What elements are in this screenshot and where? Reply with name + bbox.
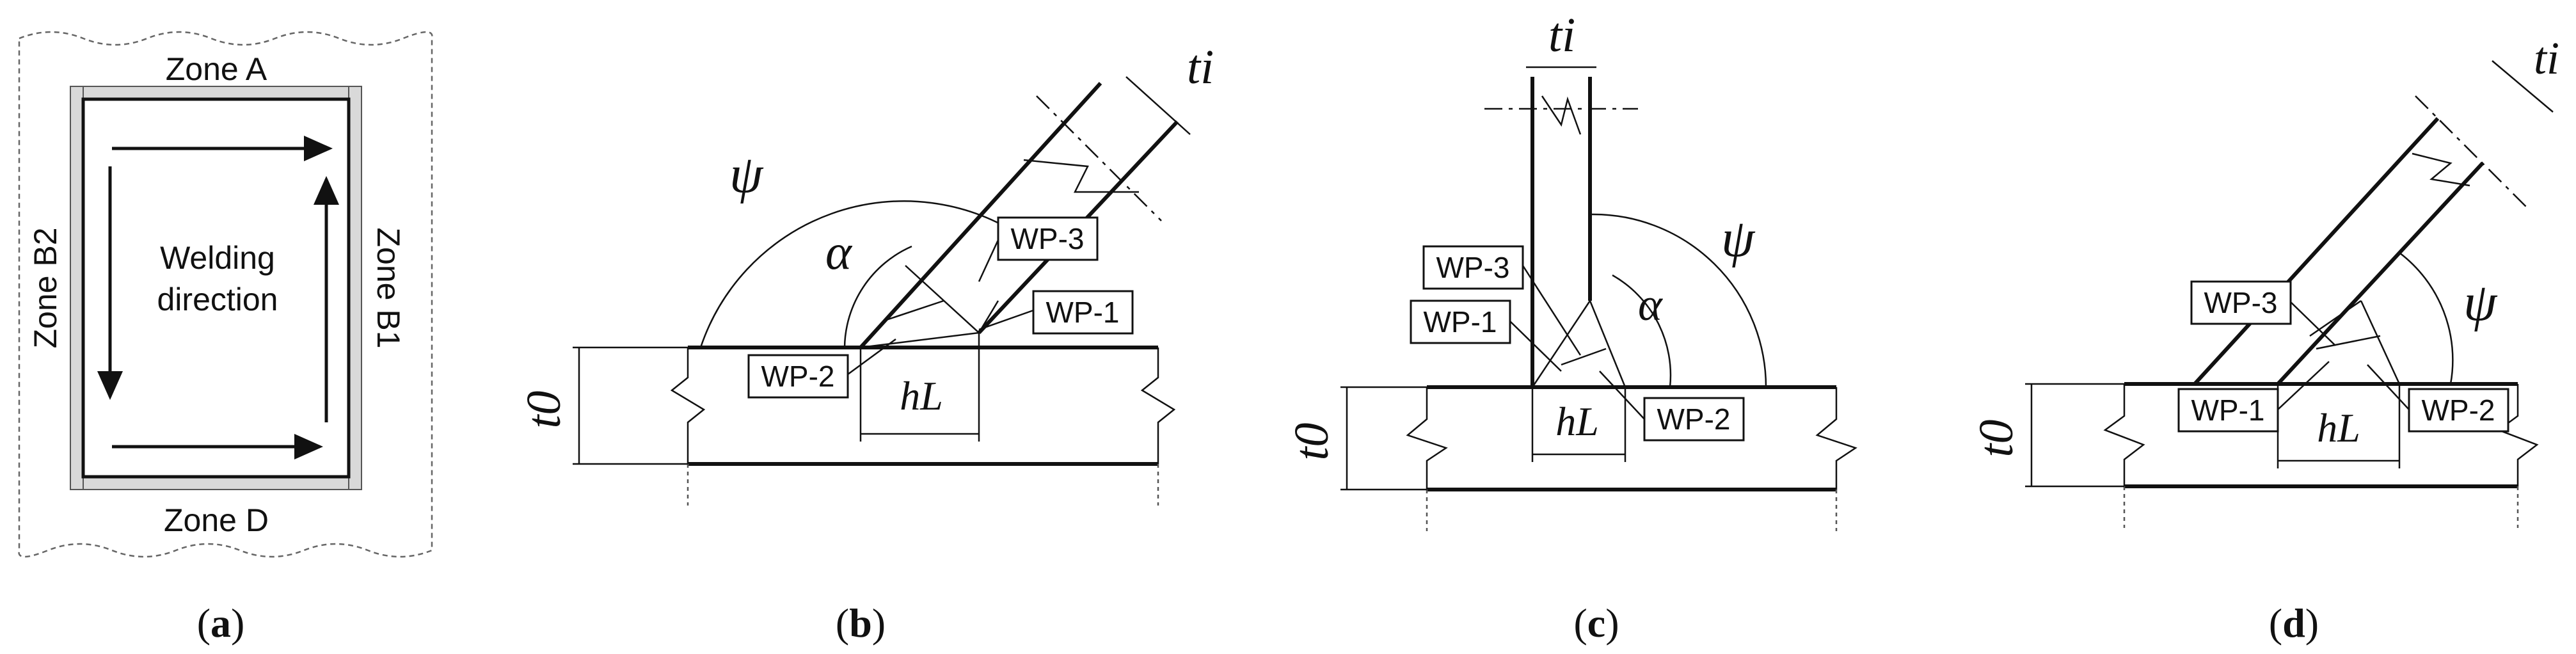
chord-break-right [1140, 347, 1176, 464]
caption-d: (d) [2269, 600, 2319, 646]
wp3-box [997, 216, 1099, 261]
wp2-box [747, 354, 849, 399]
brace-break [1023, 159, 1139, 193]
weld-toe [978, 300, 999, 333]
wp3-leader [978, 239, 999, 282]
wp2-leader [1599, 371, 1645, 420]
hL-label: hL [1555, 399, 1599, 444]
wp1-box [2177, 388, 2279, 433]
alpha-arc [1612, 274, 1672, 388]
wp2-leader [2367, 364, 2410, 410]
weld-toe [2309, 299, 2362, 337]
weld-face [2360, 300, 2401, 385]
hL-label: hL [900, 373, 943, 419]
caption-b: (b) [836, 600, 886, 646]
welding-label-line1: Welding [160, 240, 275, 276]
ti-dim-line [2492, 60, 2554, 113]
ti-dim-line [1125, 76, 1191, 135]
wp2-box [2408, 388, 2509, 433]
psi-label: ψ [729, 145, 764, 204]
weld-mid [2316, 335, 2381, 350]
panel-a: Zone A Zone D Zone B2 Zone B1 Welding di… [18, 31, 433, 646]
weld-toe [1531, 300, 1591, 388]
wp2-box [1643, 397, 1745, 442]
zone-b1-bar [348, 86, 362, 490]
brace-cut-line [1036, 95, 1162, 221]
caption-a: (a) [197, 600, 245, 646]
psi-label: ψ [2463, 273, 2498, 332]
hL-label: hL [2317, 405, 2360, 451]
chord-break-left [2103, 384, 2145, 486]
alpha-arc [843, 245, 912, 348]
psi-arc [2399, 252, 2454, 385]
zone-b1-label: Zone B1 [370, 227, 406, 348]
brace-break [1541, 95, 1582, 135]
t0-label: t0 [517, 390, 571, 428]
zone-a-bar [70, 86, 362, 100]
wp3-box [2190, 280, 2292, 325]
chord-break-right [1815, 387, 1857, 490]
weld-root [860, 331, 980, 349]
wp2-leader [847, 338, 896, 376]
brace-right-edge [2276, 161, 2485, 386]
wp1-box [1410, 299, 1511, 344]
psi-arc [699, 200, 1018, 348]
caption-c: (c) [1573, 600, 1619, 646]
weld-face [905, 265, 980, 333]
wp1-leader [2277, 361, 2330, 410]
wp3-label: WP-3 [2204, 286, 2278, 319]
wp2-label: WP-2 [761, 360, 835, 393]
wp2-label: WP-2 [1657, 403, 1731, 436]
welding-label-line2: direction [157, 282, 278, 317]
panel-b: t0 ti hL ψ α WP-3 WP-1 WP-2 (b) [517, 40, 1214, 646]
wp1-leader [978, 309, 1034, 331]
alpha-label: α [1638, 279, 1663, 330]
chord-break-right [2497, 384, 2539, 486]
zone-b2-bar [70, 86, 84, 490]
weld-face [1589, 300, 1626, 388]
psi-arc [1589, 213, 1767, 388]
wp3-label: WP-3 [1436, 251, 1510, 284]
zone-a-label: Zone A [166, 51, 267, 87]
weld-mid [1561, 347, 1607, 366]
wp1-label: WP-1 [2191, 394, 2265, 427]
zone-b2-label: Zone B2 [28, 227, 63, 348]
ti-label: ti [1187, 40, 1214, 94]
inner-section [81, 97, 351, 479]
zone-d-label: Zone D [164, 502, 269, 538]
wp3-box [1422, 245, 1524, 290]
alpha-label: α [825, 224, 853, 280]
wp2-label: WP-2 [2422, 394, 2495, 427]
t0-label: t0 [1969, 419, 2023, 457]
brace-left-edge [2193, 116, 2440, 386]
ti-label: ti [1548, 8, 1575, 62]
brace-break [2412, 152, 2470, 187]
wp1-label: WP-1 [1424, 305, 1497, 339]
wp1-box [1032, 290, 1134, 335]
wp3-leader [2290, 301, 2336, 346]
panel-d: t0 ti hL ψ WP-3 WP-1 WP-2 (d) [1969, 33, 2559, 646]
weld-mid [886, 299, 944, 321]
brace-cut-line [2415, 95, 2528, 209]
panel-c: t0 ti hL ψ α WP-3 WP-1 WP-2 (c) [1285, 8, 1857, 646]
psi-label: ψ [1721, 209, 1756, 268]
chord-break-left [1406, 387, 1448, 490]
wp3-leader [1522, 265, 1582, 356]
wp1-leader [1509, 321, 1562, 372]
wp3-label: WP-3 [1011, 222, 1085, 255]
chord-break-left [670, 347, 706, 464]
wp1-label: WP-1 [1046, 296, 1120, 329]
zone-d-bar [70, 476, 362, 490]
t0-label: t0 [1285, 422, 1339, 460]
ti-label: ti [2534, 33, 2559, 84]
